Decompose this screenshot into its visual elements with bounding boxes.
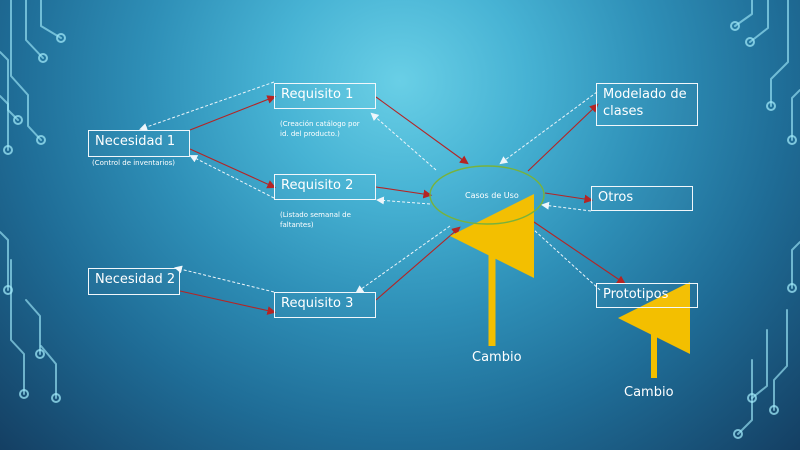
necesidad-1-box: Necesidad 1 (88, 130, 190, 157)
requisito-1-note: (Creación catálogo por id. del producto.… (280, 119, 360, 139)
modelado-de-clases-box: Modelado de clases (596, 83, 698, 126)
prototipos-label: Prototipos (603, 287, 669, 302)
requisito-1-note-line-1: (Creación catálogo por (280, 120, 360, 128)
requisito-1-label: Requisito 1 (281, 87, 354, 102)
necesidad-2-label: Necesidad 2 (95, 272, 176, 287)
dashed-modelado-to-casos (499, 91, 598, 165)
requisito-2-note: (Listado semanal de faltantes) (280, 210, 351, 230)
requisito-2-note-line-1: (Listado semanal de (280, 211, 351, 219)
arrow-requisito3-to-casos (375, 226, 461, 301)
requisito-3-box: Requisito 3 (274, 292, 376, 318)
requisito-2-box: Requisito 2 (274, 174, 376, 200)
arrow-requisito2-to-casos (375, 186, 433, 199)
dashed-casos-to-requisito1 (370, 112, 437, 171)
requisito-3-label: Requisito 3 (281, 296, 354, 311)
necesidad-2-box: Necesidad 2 (88, 268, 180, 295)
requisito-2-label: Requisito 2 (281, 178, 354, 193)
dashed-casos-to-requisito2 (376, 196, 431, 205)
arrow-necesidad2-to-requisito3 (179, 290, 277, 315)
prototipos-box: Prototipos (596, 283, 698, 308)
arrow-casos-to-prototipos (530, 219, 626, 285)
arrow-requisito1-to-casos (375, 96, 469, 165)
dashed-requisito3-to-necesidad2 (174, 265, 275, 293)
requisito-1-note-line-2: id. del producto.) (280, 130, 340, 138)
dashed-requisito2-to-necesidad1 (189, 155, 275, 199)
casos-de-uso-ellipse (429, 165, 545, 225)
arrow-casos-to-modelado (527, 103, 599, 172)
arrow-necesidad1-to-requisito2 (189, 148, 277, 189)
arrow-casos-to-otros (544, 192, 594, 204)
modelado-de-clases-line-2: clases (603, 104, 644, 119)
requisito-2-note-line-2: faltantes) (280, 221, 314, 229)
modelado-de-clases-line-1: Modelado de (603, 87, 687, 102)
cambio-label-center: Cambio (472, 350, 522, 365)
cambio-label-right: Cambio (624, 385, 674, 400)
requisito-1-box: Requisito 1 (274, 83, 376, 109)
necesidad-1-label: Necesidad 1 (95, 134, 176, 149)
necesidad-1-note: (Control de inventarios) (92, 159, 176, 167)
dashed-prototipos-to-casos (521, 218, 601, 291)
otros-box: Otros (591, 186, 693, 211)
dashed-casos-to-requisito3 (355, 225, 451, 294)
arrow-necesidad1-to-requisito1 (189, 95, 277, 131)
dashed-otros-to-casos (541, 201, 592, 212)
casos-de-uso-label: Casos de Uso (465, 191, 519, 200)
otros-label: Otros (598, 190, 634, 205)
dashed-requisito1-to-necesidad1 (139, 81, 275, 131)
